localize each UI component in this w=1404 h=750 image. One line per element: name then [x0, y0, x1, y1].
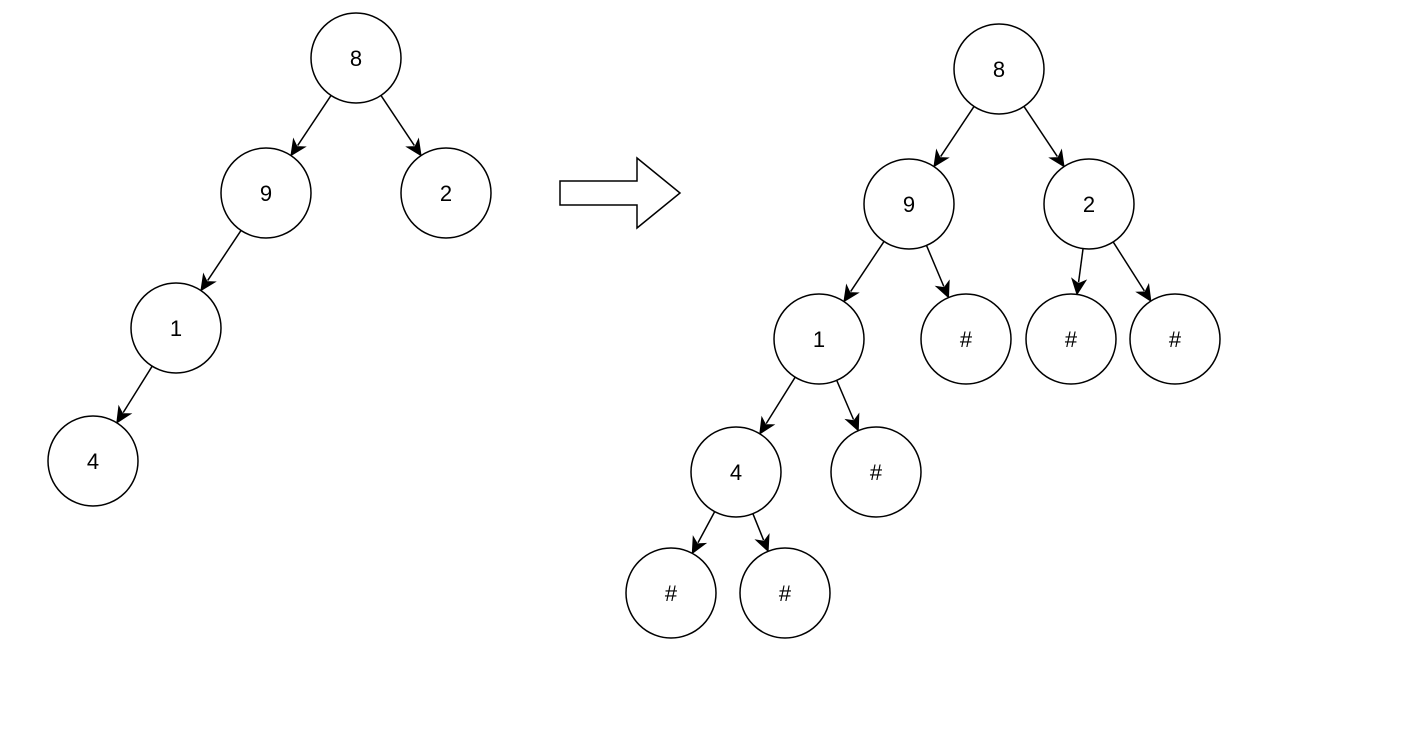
node-label: 2 — [440, 181, 452, 206]
node-circle — [830, 426, 922, 518]
serialized_tree-node-null: # — [739, 547, 831, 639]
serialized_tree-node-8: 8 — [953, 23, 1045, 115]
nodes-layer: 8 9 2 1 4 8 9 2 1 # # #4 # # # — [47, 12, 1221, 639]
serialized_tree-arrowhead — [759, 415, 776, 435]
original_tree-edge — [296, 95, 332, 146]
original_tree-edge — [122, 365, 153, 414]
original_tree-edge — [206, 230, 242, 281]
node-circle — [625, 547, 717, 639]
node-label: # — [1169, 327, 1182, 352]
node-circle — [773, 293, 865, 385]
serialized_tree-edge — [1112, 241, 1146, 292]
serialized_tree-node-null: # — [1129, 293, 1221, 385]
node-circle — [1129, 293, 1221, 385]
serialized_tree-arrowhead — [933, 148, 950, 168]
node-circle — [130, 282, 222, 374]
node-label: # — [1065, 327, 1078, 352]
node-circle — [863, 158, 955, 250]
serialized_tree-node-null: # — [830, 426, 922, 518]
original_tree-arrowhead — [116, 404, 133, 424]
original_tree-node-1: 1 — [130, 282, 222, 374]
node-circle — [310, 12, 402, 104]
serialized_tree-arrowhead — [1135, 282, 1152, 303]
serialized_tree-edge — [939, 106, 975, 157]
serialized_tree-arrowhead — [1048, 148, 1065, 168]
node-circle — [1025, 293, 1117, 385]
node-circle — [220, 147, 312, 239]
serialized_tree-node-null: # — [625, 547, 717, 639]
serialized_tree-edge — [849, 241, 885, 292]
node-label: 8 — [993, 57, 1005, 82]
node-label: # — [960, 327, 973, 352]
original_tree-node-2: 2 — [400, 147, 492, 239]
node-label: 9 — [903, 192, 915, 217]
original_tree-arrowhead — [200, 272, 217, 292]
node-circle — [739, 547, 831, 639]
serialized_tree-edge — [1023, 106, 1059, 157]
node-label: # — [779, 581, 792, 606]
serialized_tree-node-4: 4 — [690, 426, 782, 518]
node-circle — [953, 23, 1045, 115]
node-label: 4 — [87, 449, 99, 474]
node-label: 8 — [350, 46, 362, 71]
node-circle — [1043, 158, 1135, 250]
original_tree-arrowhead — [290, 137, 307, 157]
serialized_tree-arrowhead — [934, 279, 950, 299]
serialized_tree-edge — [765, 376, 796, 425]
serialized_tree-edge — [925, 245, 945, 287]
edges-layer — [116, 95, 1152, 555]
transform-arrow — [559, 156, 682, 230]
original_tree-edge — [380, 95, 416, 146]
node-circle — [920, 293, 1012, 385]
original_tree-arrowhead — [405, 137, 422, 157]
node-circle — [690, 426, 782, 518]
node-label: 9 — [260, 181, 272, 206]
serialized_tree-node-null: # — [1025, 293, 1117, 385]
serialized_tree-edge — [836, 380, 855, 420]
node-label: 4 — [730, 460, 742, 485]
serialized_tree-arrowhead — [691, 535, 708, 555]
serialized_tree-arrowhead — [754, 533, 770, 553]
node-label: 2 — [1083, 192, 1095, 217]
original_tree-node-4: 4 — [47, 415, 139, 507]
node-label: # — [665, 581, 678, 606]
original_tree-node-9: 9 — [220, 147, 312, 239]
serialized_tree-node-1: 1 — [773, 293, 865, 385]
serialized_tree-edge — [1077, 248, 1084, 283]
serialized_tree-arrowhead — [1071, 277, 1088, 296]
serialized_tree-node-null: # — [920, 293, 1012, 385]
serialized_tree-arrowhead — [843, 283, 860, 303]
serialized_tree-node-2: 2 — [1043, 158, 1135, 250]
original_tree-node-8: 8 — [310, 12, 402, 104]
node-label: # — [870, 460, 883, 485]
serialized_tree-node-9: 9 — [863, 158, 955, 250]
node-circle — [47, 415, 139, 507]
node-label: 1 — [170, 316, 182, 341]
serialized_tree-edge — [697, 511, 716, 544]
serialized_tree-edge — [752, 513, 765, 541]
serialized_tree-arrowhead — [844, 412, 860, 432]
node-label: 1 — [813, 327, 825, 352]
node-circle — [400, 147, 492, 239]
